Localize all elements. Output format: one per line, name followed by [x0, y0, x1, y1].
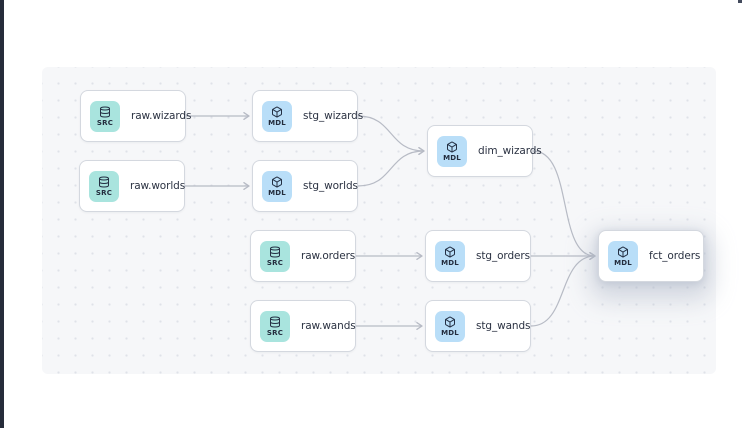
cube-icon [272, 106, 282, 118]
node-stg-worlds[interactable]: MDL stg_worlds [252, 160, 358, 212]
node-fct-orders[interactable]: MDL fct_orders [598, 230, 704, 282]
source-badge: SRC [260, 310, 290, 342]
model-badge: MDL [437, 135, 467, 167]
cube-icon [272, 176, 282, 188]
badge-label: MDL [614, 258, 632, 267]
cube-icon [445, 316, 455, 328]
model-badge: MDL [262, 100, 292, 132]
node-label: raw.wands [301, 320, 356, 332]
cube-icon [618, 246, 628, 258]
node-stg-wands[interactable]: MDL stg_wands [425, 300, 531, 352]
source-badge: SRC [90, 100, 120, 132]
badge-label: MDL [441, 258, 459, 267]
model-badge: MDL [608, 240, 638, 272]
node-raw-orders[interactable]: SRC raw.orders [250, 230, 356, 282]
node-label: raw.worlds [130, 180, 186, 192]
database-icon [99, 176, 109, 187]
node-label: stg_wizards [303, 110, 364, 122]
model-badge: MDL [435, 240, 465, 272]
database-icon [270, 316, 280, 327]
node-dim-wizards[interactable]: MDL dim_wizards [427, 125, 542, 177]
cube-icon [445, 246, 455, 258]
source-badge: SRC [260, 240, 290, 272]
badge-label: SRC [266, 258, 284, 267]
node-label: fct_orders [649, 250, 701, 262]
node-raw-wands[interactable]: SRC raw.wands [250, 300, 356, 352]
badge-label: MDL [268, 188, 286, 197]
node-raw-worlds[interactable]: SRC raw.worlds [79, 160, 185, 212]
screen-edge-artifact [738, 0, 742, 3]
database-icon [270, 246, 280, 257]
model-badge: MDL [262, 170, 292, 202]
badge-label: MDL [443, 153, 461, 162]
node-label: stg_wands [476, 320, 531, 332]
badge-label: SRC [96, 118, 114, 127]
node-raw-wizards[interactable]: SRC raw.wizards [80, 90, 191, 142]
badge-label: SRC [266, 328, 284, 337]
source-badge: SRC [89, 170, 119, 202]
badge-label: MDL [441, 328, 459, 337]
model-badge: MDL [435, 310, 465, 342]
node-label: dim_wizards [478, 145, 542, 157]
node-label: stg_orders [476, 250, 530, 262]
node-stg-orders[interactable]: MDL stg_orders [425, 230, 531, 282]
node-label: raw.wizards [131, 110, 192, 122]
badge-label: MDL [268, 118, 286, 127]
node-label: raw.orders [301, 250, 356, 262]
node-label: stg_worlds [303, 180, 358, 192]
cube-icon [447, 141, 457, 153]
badge-label: SRC [95, 188, 113, 197]
window-left-edge [0, 0, 4, 428]
node-stg-wizards[interactable]: MDL stg_wizards [252, 90, 363, 142]
database-icon [100, 106, 110, 117]
